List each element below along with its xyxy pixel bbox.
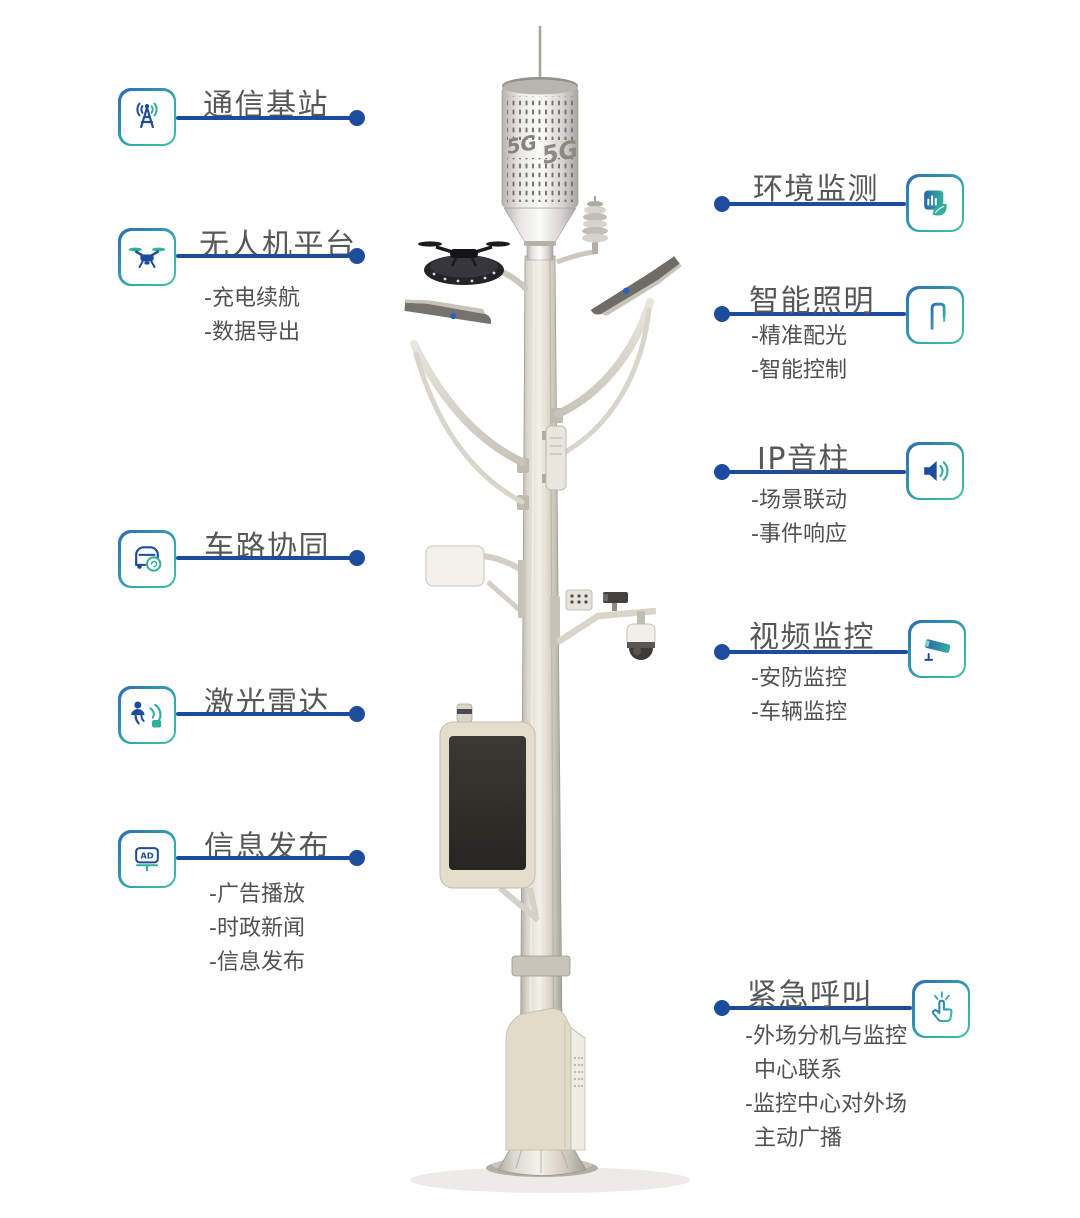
emergency-beacon bbox=[456, 703, 473, 723]
smart-light-icon bbox=[906, 286, 964, 344]
video-camera-icon bbox=[908, 620, 966, 678]
feature-subitem: 主动广播 bbox=[754, 1126, 843, 1151]
equipment-cabinet bbox=[505, 1008, 586, 1151]
lidar-icon bbox=[118, 686, 176, 744]
connector-line bbox=[722, 312, 906, 316]
connector-dot bbox=[349, 248, 365, 264]
feature-title: 视频监控 bbox=[749, 620, 875, 655]
connector-line bbox=[176, 254, 357, 258]
led-display bbox=[439, 721, 540, 923]
feature-subitems: -充电续航 -数据导出 bbox=[204, 282, 300, 350]
feature-subitems: -外场分机与监控 中心联系 -监控中心对外场 主动广播 bbox=[745, 1020, 907, 1156]
lidar-device bbox=[425, 545, 526, 618]
feature-subitem: -数据导出 bbox=[204, 320, 300, 345]
logo-5g: 5G bbox=[505, 130, 539, 159]
street-lamp-left bbox=[404, 299, 529, 510]
feature-subitem: -事件响应 bbox=[751, 522, 847, 547]
vehicle-road-icon bbox=[118, 530, 176, 588]
feature-subitem: -信息发布 bbox=[209, 950, 305, 975]
antenna-5g: 5G 5G bbox=[501, 26, 581, 261]
connector-line bbox=[722, 650, 908, 654]
drone-dock bbox=[418, 241, 530, 293]
drone-icon bbox=[118, 228, 176, 286]
pole-graphic: 5G 5G bbox=[404, 26, 690, 1193]
ip-speaker-icon bbox=[906, 442, 964, 500]
connector-line bbox=[722, 470, 906, 474]
ground-shadow bbox=[410, 1167, 690, 1193]
feature-title: IP音柱 bbox=[757, 442, 850, 477]
feature-subitem: -精准配光 bbox=[751, 324, 847, 349]
feature-subitems: -广告播放 -时政新闻 -信息发布 bbox=[209, 878, 305, 980]
smart-pole-illustration: 5G 5G bbox=[404, 26, 690, 1193]
connector-dot bbox=[349, 110, 365, 126]
comm-base-station-icon bbox=[118, 88, 176, 146]
connector-line bbox=[176, 556, 357, 560]
env-monitor-icon bbox=[906, 174, 964, 232]
ad-label: AD bbox=[140, 851, 153, 861]
feature-subitem: -充电续航 bbox=[204, 286, 300, 311]
pole-collar bbox=[511, 955, 571, 977]
street-lamp-right bbox=[551, 256, 682, 463]
feature-subitems: -精准配光 -智能控制 bbox=[751, 320, 847, 388]
emergency-call-icon bbox=[912, 980, 970, 1038]
feature-subitem: -智能控制 bbox=[751, 358, 847, 383]
connector-dot bbox=[349, 850, 365, 866]
camera-assembly bbox=[550, 589, 657, 660]
info-release-icon: AD bbox=[118, 830, 176, 888]
feature-subitem: -安防监控 bbox=[751, 666, 847, 691]
feature-title: 紧急呼叫 bbox=[747, 978, 873, 1013]
feature-subitem: 中心联系 bbox=[754, 1058, 843, 1083]
feature-subitem: -广告播放 bbox=[209, 882, 305, 907]
connector-line bbox=[722, 1006, 912, 1010]
feature-title: 环境监测 bbox=[753, 172, 879, 207]
feature-subitems: -场景联动 -事件响应 bbox=[751, 484, 847, 552]
feature-subitems: -安防监控 -车辆监控 bbox=[751, 662, 847, 730]
connector-dot bbox=[349, 550, 365, 566]
weather-sensor bbox=[556, 196, 608, 265]
feature-subitem: -时政新闻 bbox=[209, 916, 305, 941]
feature-subitem: -外场分机与监控 bbox=[745, 1024, 907, 1049]
connector-line bbox=[176, 116, 357, 120]
feature-title: 智能照明 bbox=[749, 284, 875, 319]
ip-speaker-device bbox=[542, 425, 567, 491]
connector-line bbox=[176, 712, 357, 716]
connector-line bbox=[176, 856, 357, 860]
pole-shaft bbox=[519, 255, 564, 1141]
feature-subitem: -场景联动 bbox=[751, 488, 847, 513]
connector-dot bbox=[349, 706, 365, 722]
connector-line bbox=[722, 202, 906, 206]
feature-subitem: -监控中心对外场 bbox=[745, 1092, 907, 1117]
feature-subitem: -车辆监控 bbox=[751, 700, 847, 725]
